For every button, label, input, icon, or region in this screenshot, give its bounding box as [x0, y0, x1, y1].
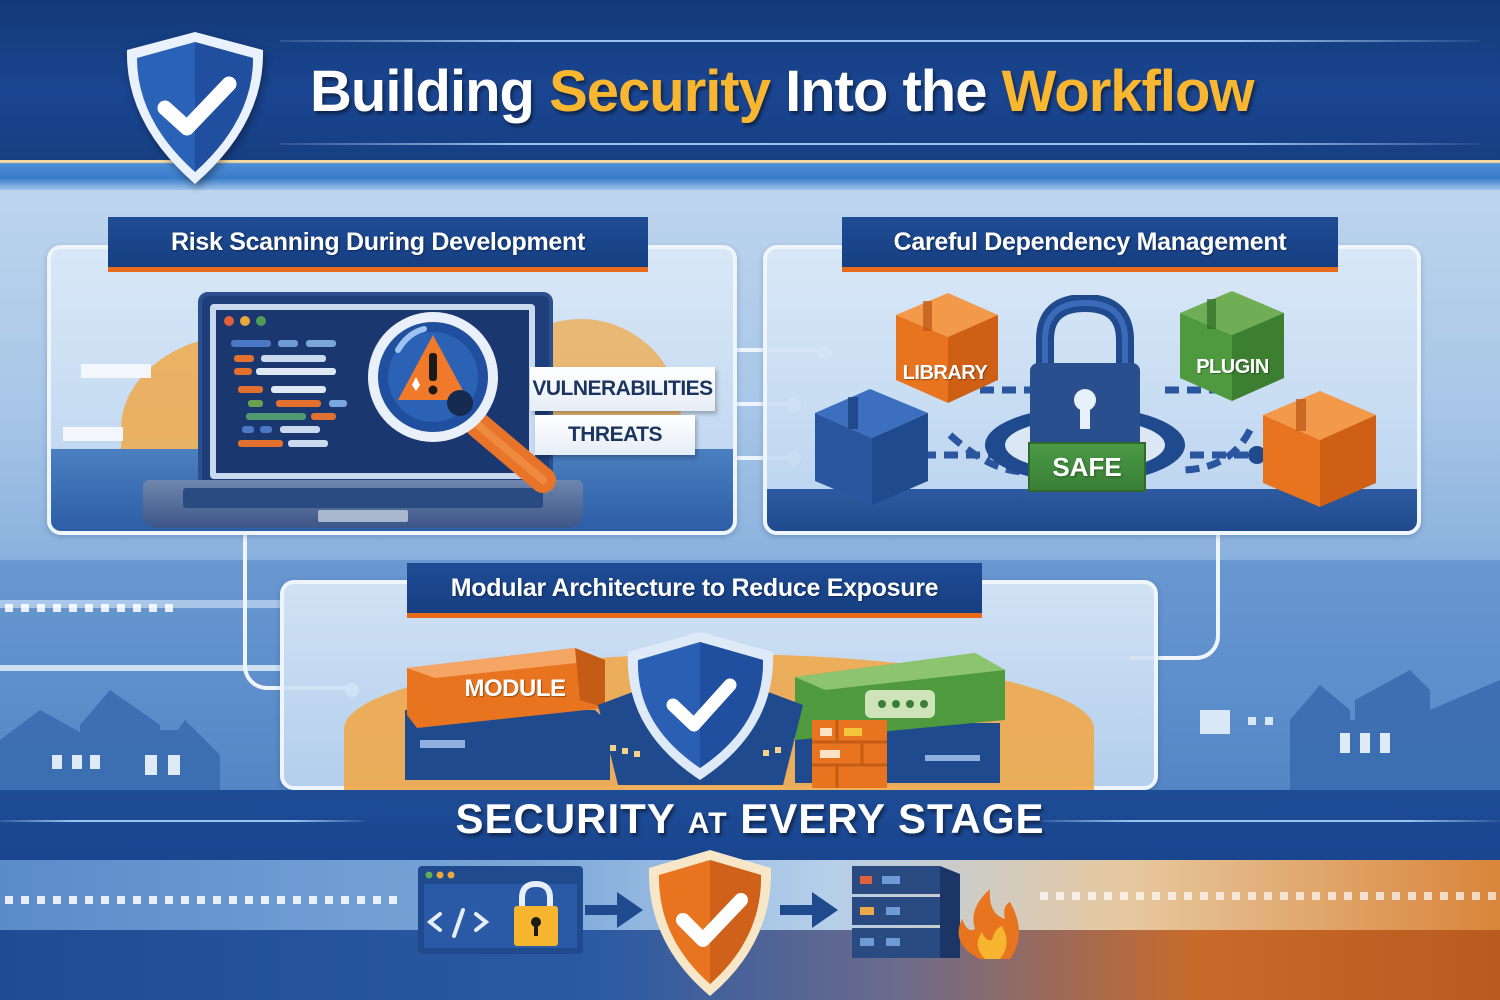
decorative-bar — [81, 364, 151, 378]
threats-label: THREATS — [535, 415, 695, 455]
package-icon — [1180, 291, 1284, 401]
laptop-keyboard — [143, 480, 583, 528]
shield-check-icon — [598, 632, 803, 785]
dependency-title: Careful Dependency Management — [842, 217, 1338, 272]
vulnerabilities-label: VULNERABILITIES — [530, 367, 715, 411]
package-icon — [896, 293, 998, 403]
footer-title: SECURITY AT EVERY STAGE — [455, 795, 1045, 842]
decorative-dots — [1040, 892, 1500, 900]
code-lock-icon — [418, 866, 583, 954]
arrow-right-icon — [585, 892, 643, 928]
module-block-icon — [405, 648, 610, 780]
header-rule-bottom — [280, 143, 1480, 145]
header-underline — [0, 160, 1500, 190]
modular-title: Modular Architecture to Reduce Exposure — [407, 563, 982, 618]
arrow-right-icon — [780, 892, 838, 928]
decorative-dots — [5, 604, 175, 612]
header-rule-top — [280, 40, 1480, 42]
connector-line — [690, 456, 795, 460]
package-icon — [1263, 391, 1376, 507]
risk-scanning-title: Risk Scanning During Development — [108, 217, 648, 272]
connector-line — [1130, 535, 1220, 660]
package-icon — [815, 389, 928, 505]
magnifier-icon — [368, 312, 556, 493]
server-fire-icon — [852, 866, 1019, 959]
firewall-icon — [812, 720, 887, 788]
safe-badge: SAFE — [1028, 442, 1146, 492]
shield-check-icon — [126, 32, 264, 184]
footer-rule-left — [0, 820, 365, 822]
footer-banner — [0, 790, 1500, 860]
footer-rule-right — [1040, 820, 1500, 822]
decorative-bar — [63, 427, 123, 441]
shield-check-icon — [648, 850, 772, 996]
decorative-dots — [5, 896, 405, 904]
bug-icon — [447, 390, 473, 416]
page-title: Building Security Into the Workflow — [310, 59, 1255, 124]
